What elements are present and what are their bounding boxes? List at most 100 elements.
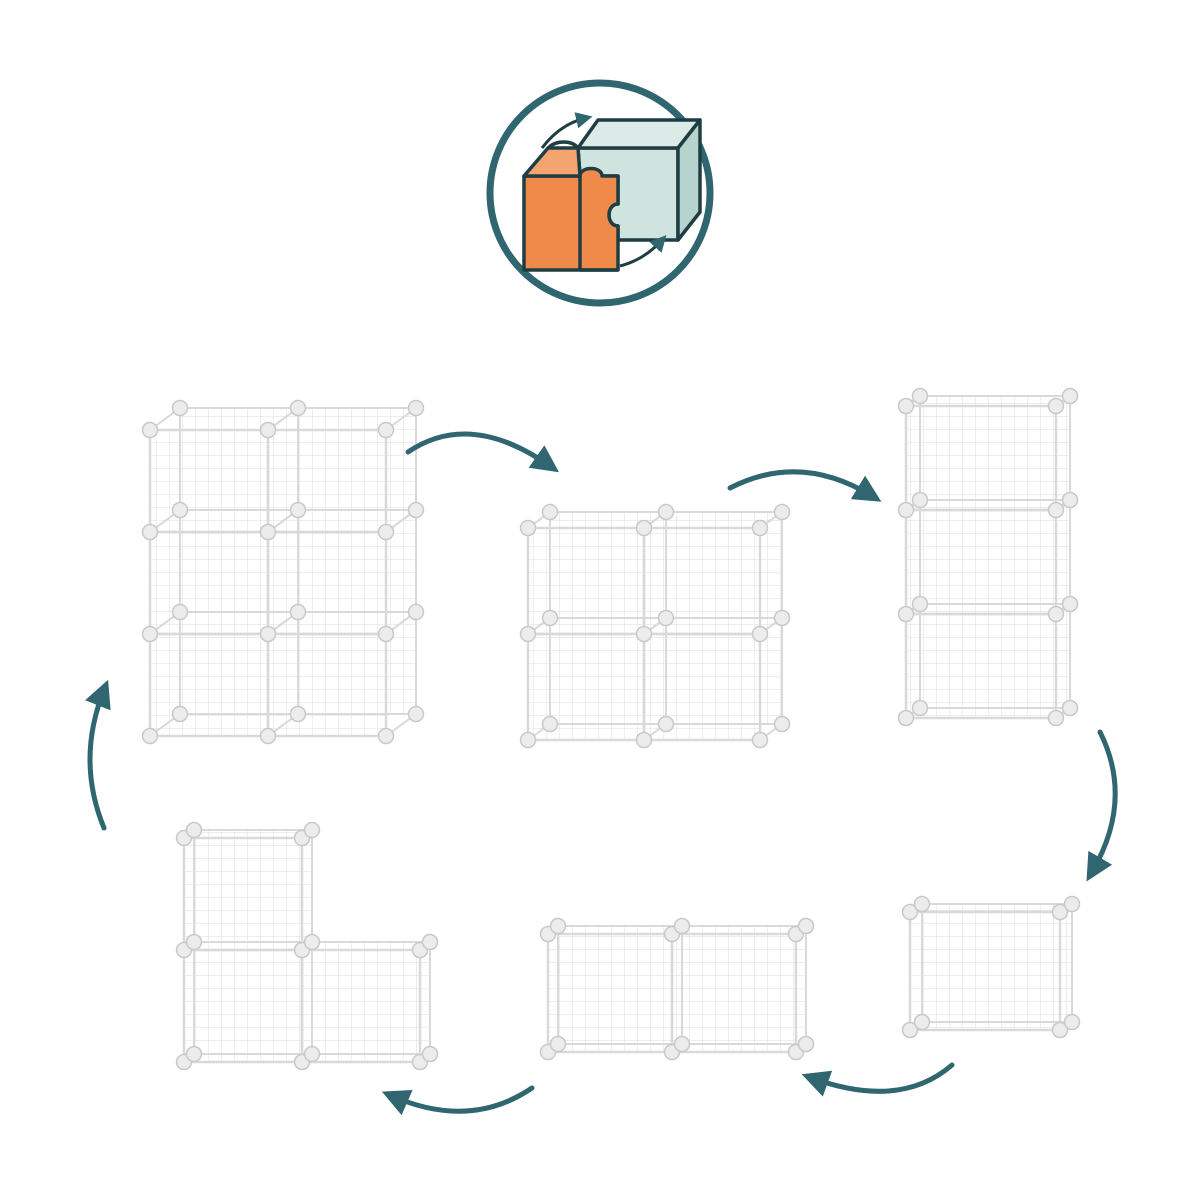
connector-joint	[635, 731, 653, 749]
puzzle-cube-badge	[486, 79, 714, 307]
connector-joint	[657, 609, 675, 627]
front-panel	[904, 404, 1058, 512]
arrow-single-to-row	[801, 1062, 955, 1097]
front-panel	[670, 932, 798, 1054]
connector-joint	[901, 903, 919, 921]
connector-joint	[1047, 501, 1065, 519]
connector-joint	[259, 625, 277, 643]
connector-joint	[303, 933, 321, 951]
cube-unit-six-cube-2x3	[141, 399, 425, 745]
connector-joint	[1047, 397, 1065, 415]
connector-joint	[1051, 903, 1069, 921]
connector-joint	[519, 519, 537, 537]
connector-joint	[519, 625, 537, 643]
connector-joint	[1063, 895, 1081, 913]
rotate-arrow-top	[540, 112, 593, 149]
connector-joint	[773, 503, 791, 521]
connector-joint	[897, 397, 915, 415]
front-panel	[642, 632, 762, 742]
connector-joint	[185, 821, 203, 839]
arrow-row-to-lshape	[381, 1085, 535, 1116]
connector-joint	[407, 399, 425, 417]
arrow-tower-to-single	[1086, 729, 1118, 882]
connector-joint	[1061, 387, 1079, 405]
arrow-lshape-to-six	[85, 679, 111, 831]
connector-joint	[1061, 699, 1079, 717]
cube-unit-single-cube	[901, 895, 1081, 1039]
connector-joint	[673, 917, 691, 935]
cube-unit-two-cube-row	[539, 917, 815, 1061]
connector-joint	[1047, 709, 1065, 727]
connector-joint	[407, 705, 425, 723]
connector-joint	[259, 523, 277, 541]
cube-unit-l-shape-three	[175, 821, 439, 1071]
connector-joint	[1061, 491, 1079, 509]
connector-joint	[635, 519, 653, 537]
front-panel	[148, 632, 270, 738]
front-panel	[182, 948, 304, 1064]
flow-arrows	[85, 431, 1118, 1116]
connector-joint	[259, 727, 277, 745]
connector-joint	[171, 399, 189, 417]
connector-joint	[171, 501, 189, 519]
cube-unit-four-cube-2x2	[519, 503, 791, 749]
connector-joint	[289, 603, 307, 621]
arrow-six-to-four	[405, 431, 560, 473]
front-panel	[300, 948, 422, 1064]
connector-joint	[377, 421, 395, 439]
connector-joint	[773, 715, 791, 733]
connector-joint	[911, 491, 929, 509]
connector-joint	[303, 821, 321, 839]
connector-joint	[897, 709, 915, 727]
connector-joint	[407, 501, 425, 519]
cube-unit-three-cube-tower	[897, 387, 1079, 727]
connector-joint	[797, 917, 815, 935]
connector-joint	[897, 605, 915, 623]
puzzle-cube-icon	[522, 112, 702, 272]
connector-joint	[421, 1045, 439, 1063]
front-panel	[904, 508, 1058, 616]
front-panel	[908, 910, 1062, 1032]
connector-joint	[773, 609, 791, 627]
connector-joint	[303, 1045, 321, 1063]
connector-joint	[141, 421, 159, 439]
connector-joint	[673, 1035, 691, 1053]
connector-joint	[171, 603, 189, 621]
connector-joint	[289, 399, 307, 417]
connector-joint	[407, 603, 425, 621]
connector-joint	[657, 503, 675, 521]
connector-joint	[901, 1021, 919, 1039]
connector-joint	[185, 1045, 203, 1063]
connector-joint	[911, 699, 929, 717]
connector-joint	[171, 705, 189, 723]
connector-joint	[797, 1035, 815, 1053]
front-panel	[904, 612, 1058, 720]
connector-joint	[751, 519, 769, 537]
connector-joint	[541, 715, 559, 733]
connector-joint	[549, 1035, 567, 1053]
arrow-four-to-tower	[727, 469, 882, 502]
connector-joint	[911, 387, 929, 405]
connector-joint	[519, 731, 537, 749]
connector-joint	[377, 625, 395, 643]
connector-joint	[657, 715, 675, 733]
connector-joint	[1063, 1013, 1081, 1031]
connector-joint	[541, 503, 559, 521]
connector-joint	[185, 933, 203, 951]
connector-joint	[635, 625, 653, 643]
connector-joint	[289, 705, 307, 723]
connector-joint	[897, 501, 915, 519]
connector-joint	[913, 1013, 931, 1031]
front-panel	[182, 836, 304, 952]
connector-joint	[1051, 1021, 1069, 1039]
connector-joint	[377, 523, 395, 541]
connector-joint	[1047, 605, 1065, 623]
connector-joint	[911, 595, 929, 613]
connector-joint	[913, 895, 931, 913]
connector-joint	[141, 727, 159, 745]
rotate-arrow-bottom	[619, 235, 667, 268]
connector-joint	[377, 727, 395, 745]
connector-joint	[751, 731, 769, 749]
